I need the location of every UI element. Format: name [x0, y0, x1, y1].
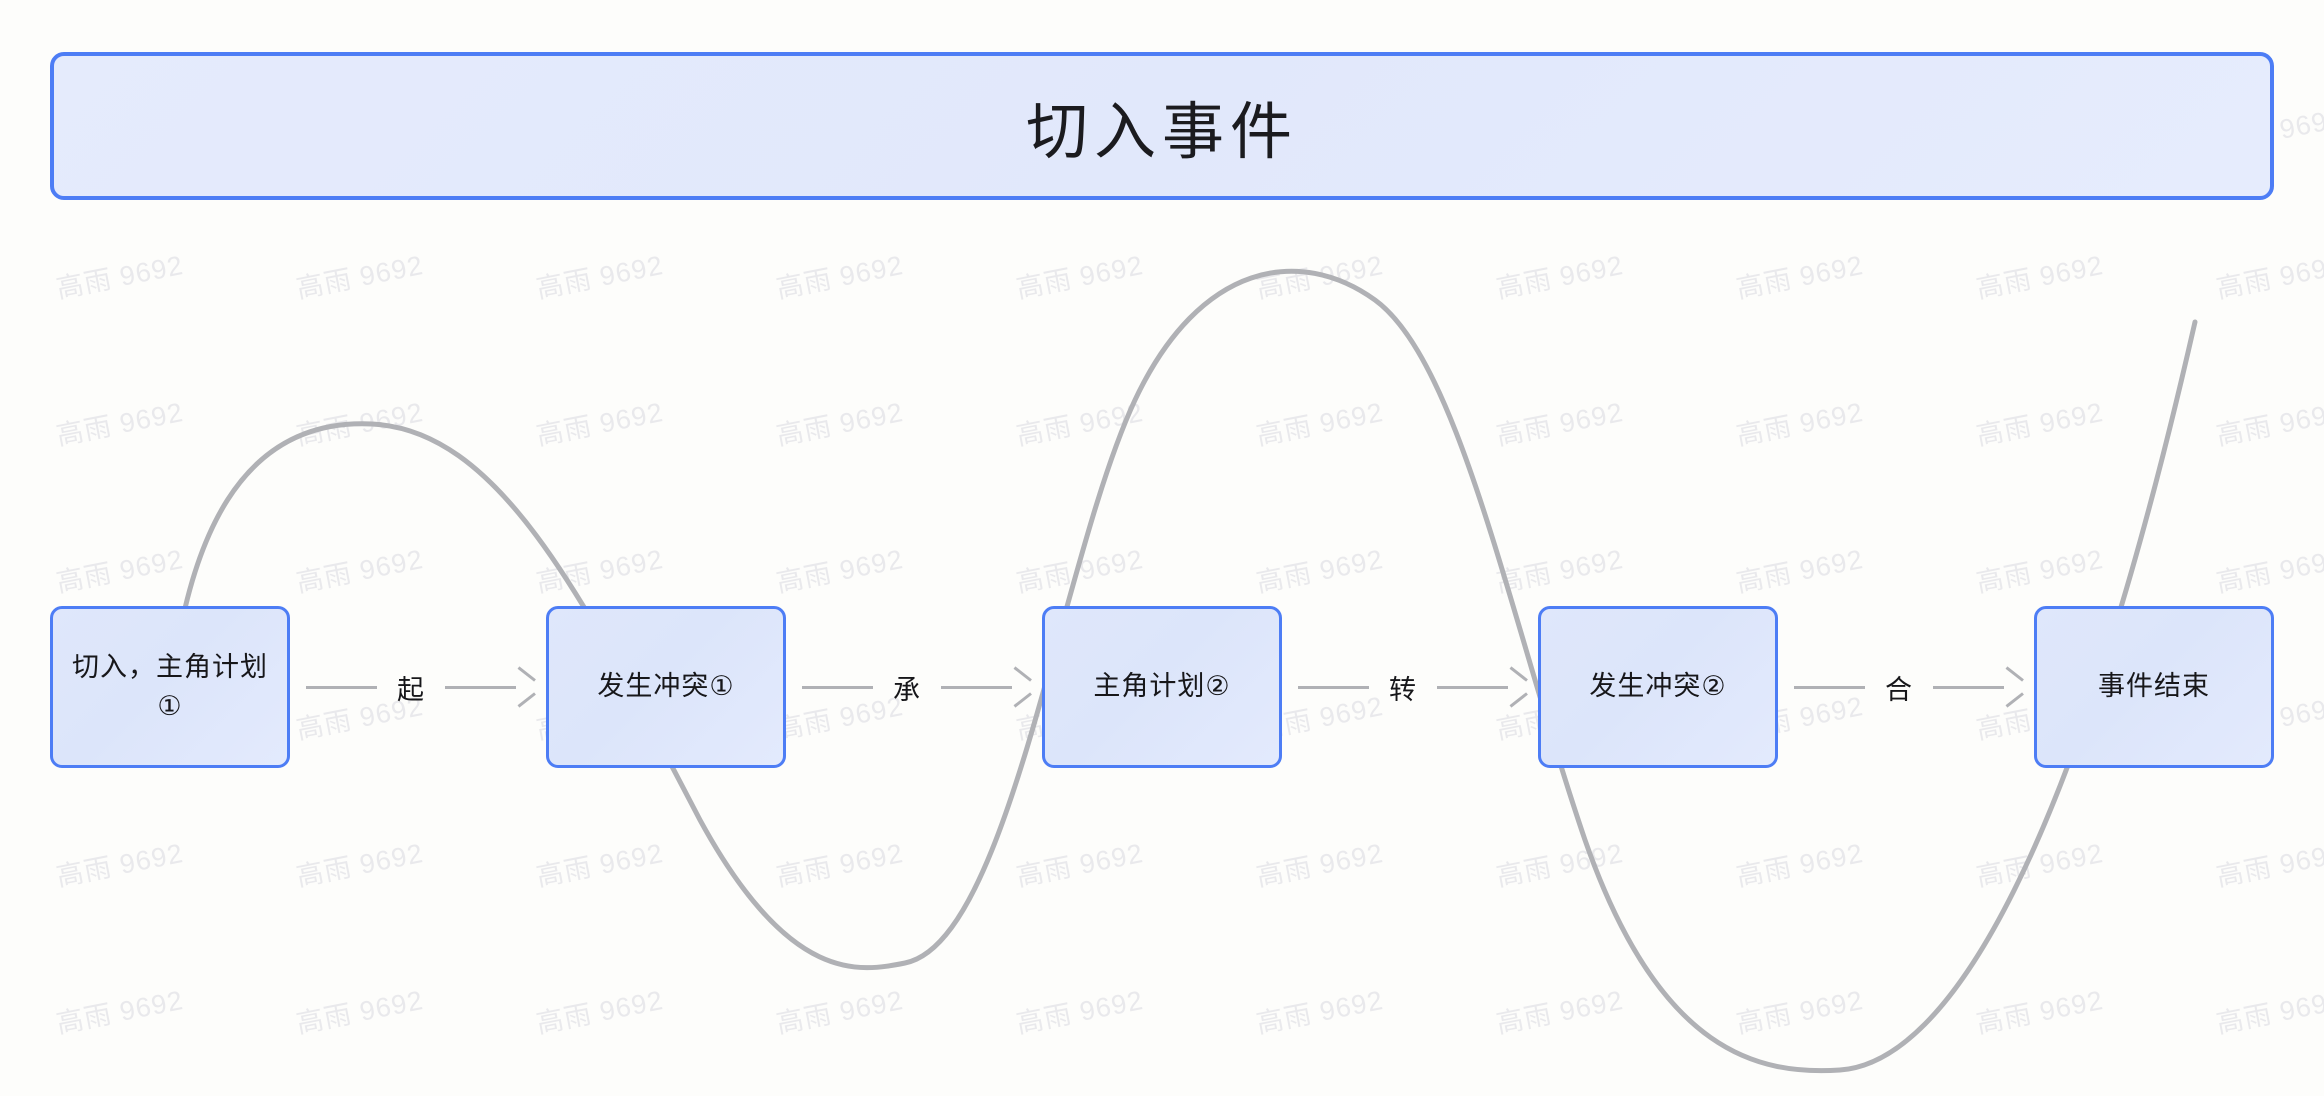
watermark-text: 高雨 9692	[773, 838, 906, 893]
watermark-text: 高雨 9692	[1733, 250, 1866, 305]
watermark-text: 高雨 9692	[1973, 397, 2106, 452]
connector-arrow	[1437, 675, 1528, 699]
arrow-head-icon	[1010, 676, 1032, 698]
watermark-text: 高雨 9692	[2213, 985, 2324, 1040]
watermark-text: 高雨 9692	[1973, 250, 2106, 305]
watermark-text: 高雨 9692	[533, 250, 666, 305]
watermark-text: 高雨 9692	[1493, 397, 1626, 452]
watermark-text: 高雨 9692	[1973, 838, 2106, 893]
watermark-text: 高雨 9692	[773, 250, 906, 305]
flow-node-2[interactable]: 发生冲突①	[546, 606, 786, 768]
watermark-text: 高雨 9692	[1013, 250, 1146, 305]
watermark-text: 高雨 9692	[293, 544, 426, 599]
flow-node-3-label: 主角计划②	[1093, 671, 1231, 702]
flow-node-2-label: 发生冲突①	[597, 671, 735, 702]
flow-connector-1: 起	[290, 667, 546, 707]
watermark-text: 高雨 9692	[1253, 397, 1386, 452]
flow-connector-4: 合	[1778, 667, 2034, 707]
connector-line-right	[941, 685, 1012, 689]
watermark-text: 高雨 9692	[1973, 544, 2106, 599]
flow-node-1-label: 切入，主角计划①	[72, 651, 268, 721]
connector-arrow	[1933, 675, 2024, 699]
flow-node-4-label: 发生冲突②	[1589, 671, 1727, 702]
flow-node-1[interactable]: 切入，主角计划①	[50, 606, 290, 768]
connector-line-right	[1933, 685, 2004, 689]
watermark-text: 高雨 9692	[1973, 985, 2106, 1040]
watermark-text: 高雨 9692	[2213, 397, 2324, 452]
flow-connector-2-label: 承	[893, 674, 921, 705]
flow-node-5[interactable]: 事件结束	[2034, 606, 2274, 768]
flow-node-5-label: 事件结束	[2098, 671, 2210, 702]
title-banner: 切入事件	[50, 52, 2274, 200]
watermark-text: 高雨 9692	[53, 838, 186, 893]
watermark-text: 高雨 9692	[53, 250, 186, 305]
watermark-text: 高雨 9692	[533, 397, 666, 452]
flow-connector-3-label: 转	[1389, 674, 1417, 705]
connector-line-left	[1298, 685, 1369, 689]
arrow-head-icon	[2002, 676, 2024, 698]
watermark-text: 高雨 9692	[533, 985, 666, 1040]
watermark-text: 高雨 9692	[293, 838, 426, 893]
watermark-text: 高雨 9692	[1733, 985, 1866, 1040]
watermark-text: 高雨 9692	[773, 544, 906, 599]
watermark-text: 高雨 9692	[773, 985, 906, 1040]
connector-line-left	[306, 685, 377, 689]
watermark-text: 高雨 9692	[293, 985, 426, 1040]
watermark-text: 高雨 9692	[1493, 985, 1626, 1040]
flow-connector-2: 承	[786, 667, 1042, 707]
connector-line-right	[445, 685, 516, 689]
flow-node-3[interactable]: 主角计划②	[1042, 606, 1282, 768]
flow-node-4[interactable]: 发生冲突②	[1538, 606, 1778, 768]
connector-arrow	[445, 675, 536, 699]
watermark-text: 高雨 9692	[1733, 838, 1866, 893]
watermark-text: 高雨 9692	[533, 544, 666, 599]
connector-line-left	[1794, 685, 1865, 689]
flow-connector-3: 转	[1282, 667, 1538, 707]
watermark-text: 高雨 9692	[1493, 544, 1626, 599]
watermark-text: 高雨 9692	[1733, 544, 1866, 599]
watermark-text: 高雨 9692	[1253, 985, 1386, 1040]
flow-row: 切入，主角计划① 起 发生冲突① 承 主角计划② 转	[50, 603, 2274, 771]
connector-arrow	[941, 675, 1032, 699]
watermark-text: 高雨 9692	[2213, 838, 2324, 893]
connector-line-left	[802, 685, 873, 689]
watermark-text: 高雨 9692	[1253, 544, 1386, 599]
watermark-text: 高雨 9692	[533, 838, 666, 893]
watermark-text: 高雨 9692	[2213, 544, 2324, 599]
watermark-text: 高雨 9692	[1013, 838, 1146, 893]
watermark-text: 高雨 9692	[1013, 985, 1146, 1040]
watermark-text: 高雨 9692	[53, 985, 186, 1040]
watermark-text: 高雨 9692	[53, 544, 186, 599]
watermark-text: 高雨 9692	[773, 397, 906, 452]
watermark-text: 高雨 9692	[293, 250, 426, 305]
page-title: 切入事件	[1025, 98, 1298, 167]
watermark-text: 高雨 9692	[1253, 250, 1386, 305]
watermark-text: 高雨 9692	[1013, 397, 1146, 452]
arrow-head-icon	[514, 676, 536, 698]
watermark-text: 高雨 9692	[1013, 544, 1146, 599]
arrow-head-icon	[1506, 676, 1528, 698]
connector-line-right	[1437, 685, 1508, 689]
watermark-text: 高雨 9692	[1493, 838, 1626, 893]
watermark-text: 高雨 9692	[2213, 250, 2324, 305]
flow-connector-4-label: 合	[1885, 674, 1913, 705]
watermark-text: 高雨 9692	[53, 397, 186, 452]
watermark-text: 高雨 9692	[293, 397, 426, 452]
flow-connector-1-label: 起	[397, 674, 425, 705]
watermark-text: 高雨 9692	[1733, 397, 1866, 452]
watermark-text: 高雨 9692	[1493, 250, 1626, 305]
watermark-text: 高雨 9692	[1253, 838, 1386, 893]
